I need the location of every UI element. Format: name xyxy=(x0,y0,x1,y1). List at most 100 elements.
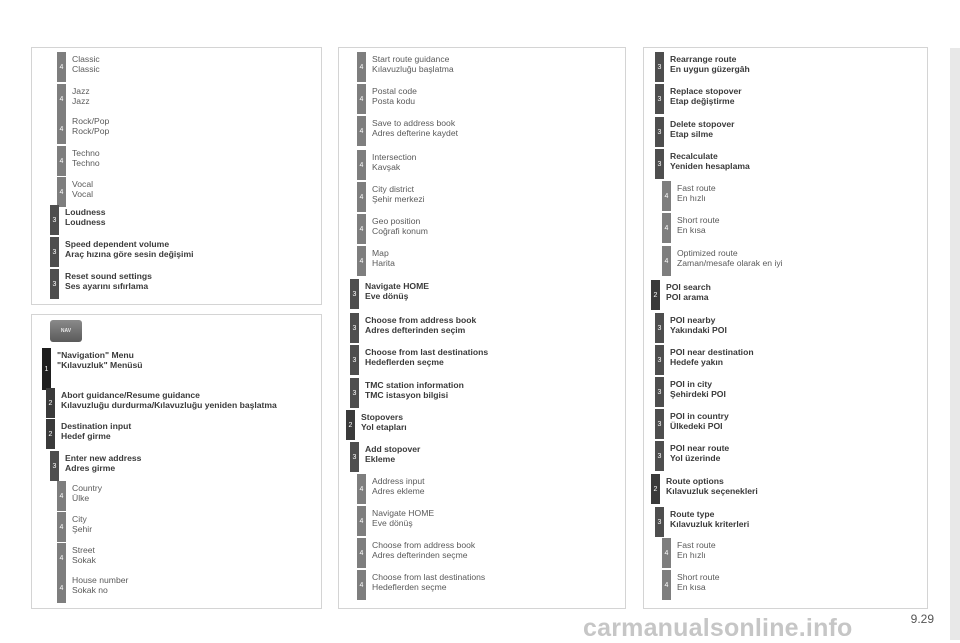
menu-item-text: "Navigation" Menu"Kılavuzluk" Menüsü xyxy=(57,348,143,370)
label-turkish: Adres defterine kaydet xyxy=(372,128,458,138)
label-english: Choose from last destinations xyxy=(372,572,486,582)
level-badge: 3 xyxy=(655,313,664,343)
label-english: Vocal xyxy=(72,179,94,189)
label-turkish: Hedefe yakın xyxy=(670,357,724,367)
label-turkish: Coğrafi konum xyxy=(372,226,428,236)
level-badge: 4 xyxy=(57,573,66,603)
label-english: Abort guidance/Resume guidance xyxy=(61,390,200,400)
level-badge: 4 xyxy=(357,182,366,212)
label-turkish: Yeniden hesaplama xyxy=(670,161,750,171)
label-english: Street xyxy=(72,545,95,555)
level-badge: 4 xyxy=(662,181,671,211)
label-turkish: Classic xyxy=(72,64,100,74)
label-english: POI near route xyxy=(670,443,730,453)
level-badge: 3 xyxy=(655,441,664,471)
level-badge: 4 xyxy=(57,177,66,207)
level-badge: 4 xyxy=(357,506,366,536)
menu-item-level-1: 1"Navigation" Menu"Kılavuzluk" Menüsü xyxy=(42,348,143,390)
label-turkish: Sokak no xyxy=(72,585,108,595)
level-badge: 4 xyxy=(57,52,66,82)
label-turkish: Vocal xyxy=(72,189,94,199)
level-badge: 4 xyxy=(357,116,366,146)
level-badge: 3 xyxy=(655,345,664,375)
level-badge: 4 xyxy=(57,84,66,114)
label-english: Fast route xyxy=(677,183,716,193)
label-turkish: Ses ayarını sıfırlama xyxy=(65,281,149,291)
label-turkish: Etap silme xyxy=(670,129,713,139)
nav-button-icon: NAV xyxy=(50,320,82,342)
label-turkish: Adres defterinden seçme xyxy=(372,550,468,560)
label-english: Map xyxy=(372,248,389,258)
level-badge: 2 xyxy=(651,474,660,504)
label-english: Geo position xyxy=(372,216,421,226)
panel-navigation-menu xyxy=(31,314,322,609)
level-badge: 4 xyxy=(357,150,366,180)
level-badge: 3 xyxy=(655,507,664,537)
label-turkish: Araç hızına göre sesin değişimi xyxy=(65,249,194,259)
label-english: POI nearby xyxy=(670,315,716,325)
label-turkish: "Kılavuzluk" Menüsü xyxy=(57,360,143,370)
label-turkish: Sokak xyxy=(72,555,96,565)
label-english: Reset sound settings xyxy=(65,271,152,281)
label-english: Choose from address book xyxy=(372,540,476,550)
label-english: City district xyxy=(372,184,415,194)
level-badge: 3 xyxy=(655,409,664,439)
label-turkish: En hızlı xyxy=(677,550,706,560)
label-turkish: Rock/Pop xyxy=(72,126,110,136)
label-turkish: Şehir xyxy=(72,524,93,534)
label-turkish: POI arama xyxy=(666,292,709,302)
label-turkish: Eve dönüş xyxy=(372,518,413,528)
label-english: Start route guidance xyxy=(372,54,450,64)
level-badge: 4 xyxy=(662,570,671,600)
label-turkish: Adres ekleme xyxy=(372,486,425,496)
label-english: Choose from address book xyxy=(365,315,477,325)
label-turkish: En kısa xyxy=(677,582,706,592)
label-english: Fast route xyxy=(677,540,716,550)
